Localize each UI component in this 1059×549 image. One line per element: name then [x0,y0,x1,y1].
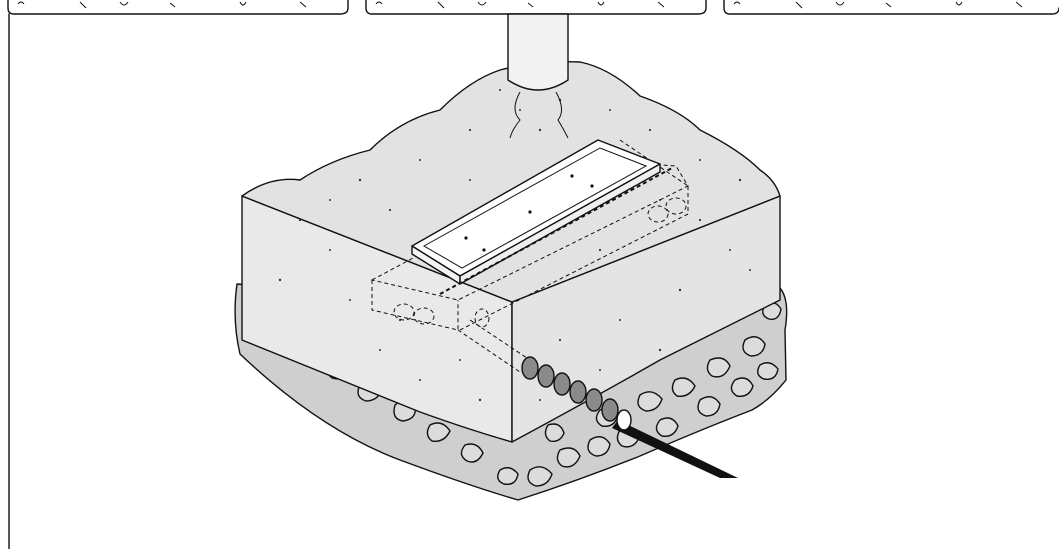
vertical-pipe [507,13,569,139]
tab-2 [365,0,707,15]
tab-1 [7,0,349,15]
sleeved-cable [521,356,738,478]
concrete-slab-left-face [241,195,513,443]
tab-3 [723,0,1059,15]
top-tabs [7,0,1059,15]
trench-outline [457,319,531,373]
drainage-tray [411,139,673,295]
